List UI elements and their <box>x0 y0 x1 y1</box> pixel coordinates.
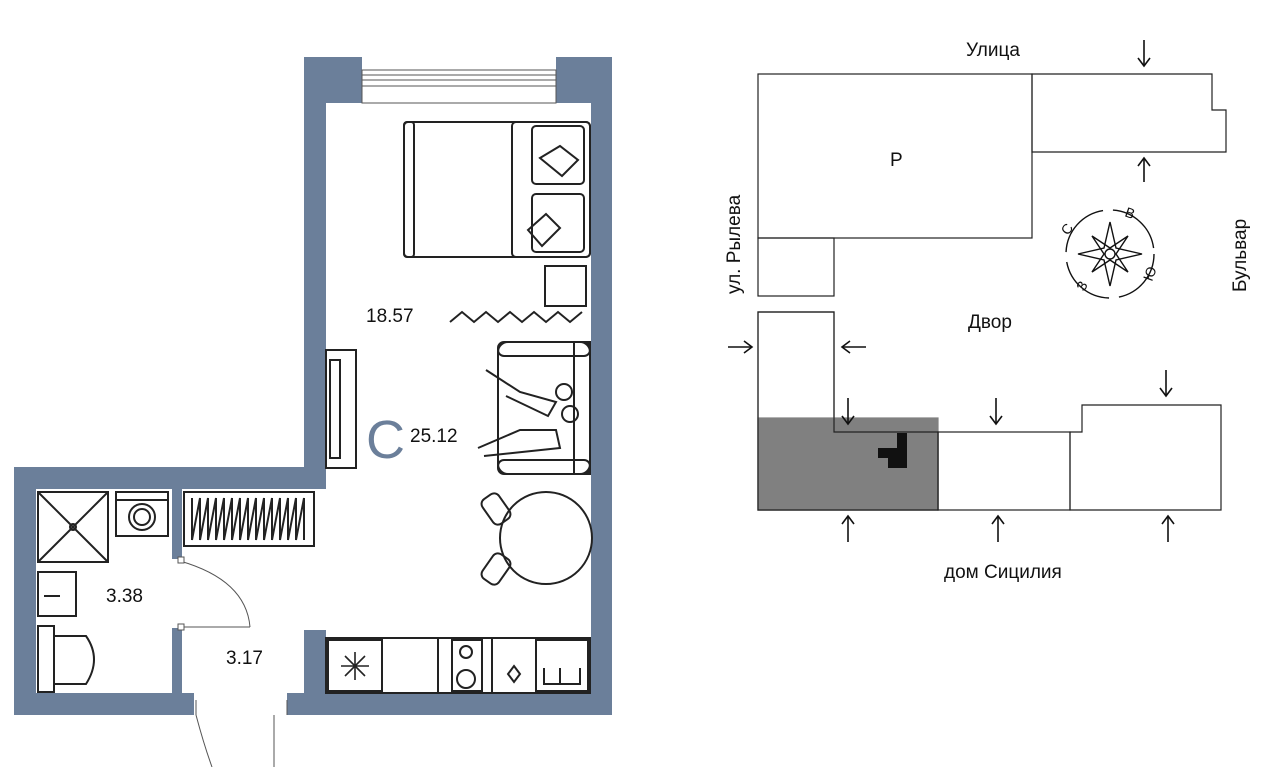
person-icon <box>555 383 573 401</box>
kitchen-counter <box>325 637 591 694</box>
arrow-left-icon <box>840 340 866 354</box>
person-icon <box>477 429 562 457</box>
nightstand <box>544 265 587 307</box>
street-top-label: Улица <box>966 40 1020 61</box>
dining-table <box>480 491 593 586</box>
compass-west-label: З <box>1073 278 1091 293</box>
area-bathroom: 3.38 <box>106 586 143 607</box>
compass-east-label: В <box>1123 204 1137 222</box>
kitchen-sink <box>535 639 589 692</box>
entrance-arrows <box>728 40 1175 542</box>
building-lower-right <box>1069 404 1222 511</box>
shower <box>37 491 109 563</box>
toilet <box>37 625 95 693</box>
yard-label: Двор <box>968 312 1012 333</box>
building-p-label: Р <box>890 150 903 171</box>
arrow-up-icon <box>991 514 1005 542</box>
wall-bottom-right <box>287 693 612 715</box>
wall-partition-upper <box>172 489 182 559</box>
wardrobe <box>183 491 315 547</box>
arrow-down-icon <box>1159 370 1173 398</box>
arrow-down-icon <box>1137 40 1151 68</box>
apartment-marker <box>878 433 907 468</box>
person-icon <box>485 369 558 418</box>
compass-icon <box>1065 209 1155 299</box>
compass-north-label: С <box>1057 220 1076 237</box>
building-left-small <box>757 237 835 297</box>
area-hall: 3.17 <box>226 648 263 669</box>
bathroom-sink <box>37 571 77 617</box>
wall-kitchen-stub <box>304 630 326 715</box>
building-lower-middle <box>937 431 1071 511</box>
washing-machine <box>115 491 169 537</box>
pillow-icon <box>526 212 562 248</box>
street-right-label: Бульвар <box>1230 219 1251 292</box>
wall-left-lower <box>14 467 36 715</box>
radiator-icon <box>449 310 583 324</box>
building-p <box>757 73 1033 239</box>
burner-icon <box>459 645 473 659</box>
sofa <box>477 341 591 475</box>
floor-plan: С 18.57 25.12 3.38 3.17 <box>14 57 612 767</box>
wall-left-upper <box>304 57 326 477</box>
bed <box>403 121 591 258</box>
area-total: 25.12 <box>410 426 458 447</box>
arrow-down-icon <box>841 398 855 426</box>
chair <box>480 492 512 526</box>
apartment-type-glyph: С <box>366 410 405 470</box>
arrow-up-icon <box>1161 514 1175 542</box>
window <box>361 69 557 104</box>
building-top-right <box>1031 73 1227 153</box>
stove <box>451 639 483 692</box>
compass-south-label: Ю <box>1140 264 1160 283</box>
arrow-up-icon <box>1137 156 1151 182</box>
arrow-up-icon <box>841 514 855 542</box>
burner-icon <box>456 669 476 689</box>
wall-right <box>591 57 612 715</box>
house-name-label: дом Сицилия <box>944 562 1062 583</box>
pillow-icon <box>538 144 580 178</box>
walls <box>14 57 612 715</box>
arrow-right-icon <box>728 340 754 354</box>
street-left-label: ул. Рылева <box>724 194 745 294</box>
fridge <box>327 639 383 692</box>
wall-bottom-left <box>14 693 194 715</box>
wall-middle <box>14 467 326 489</box>
snowflake-icon <box>341 652 369 680</box>
chair <box>480 552 512 586</box>
person-icon <box>561 405 579 423</box>
wall-partition-lower <box>172 628 182 693</box>
tv-stand <box>325 349 357 469</box>
arrow-down-icon <box>989 398 1003 426</box>
faucet-icon <box>506 664 522 684</box>
doors <box>177 556 288 767</box>
area-living: 18.57 <box>366 306 414 327</box>
site-plan <box>728 40 1227 542</box>
